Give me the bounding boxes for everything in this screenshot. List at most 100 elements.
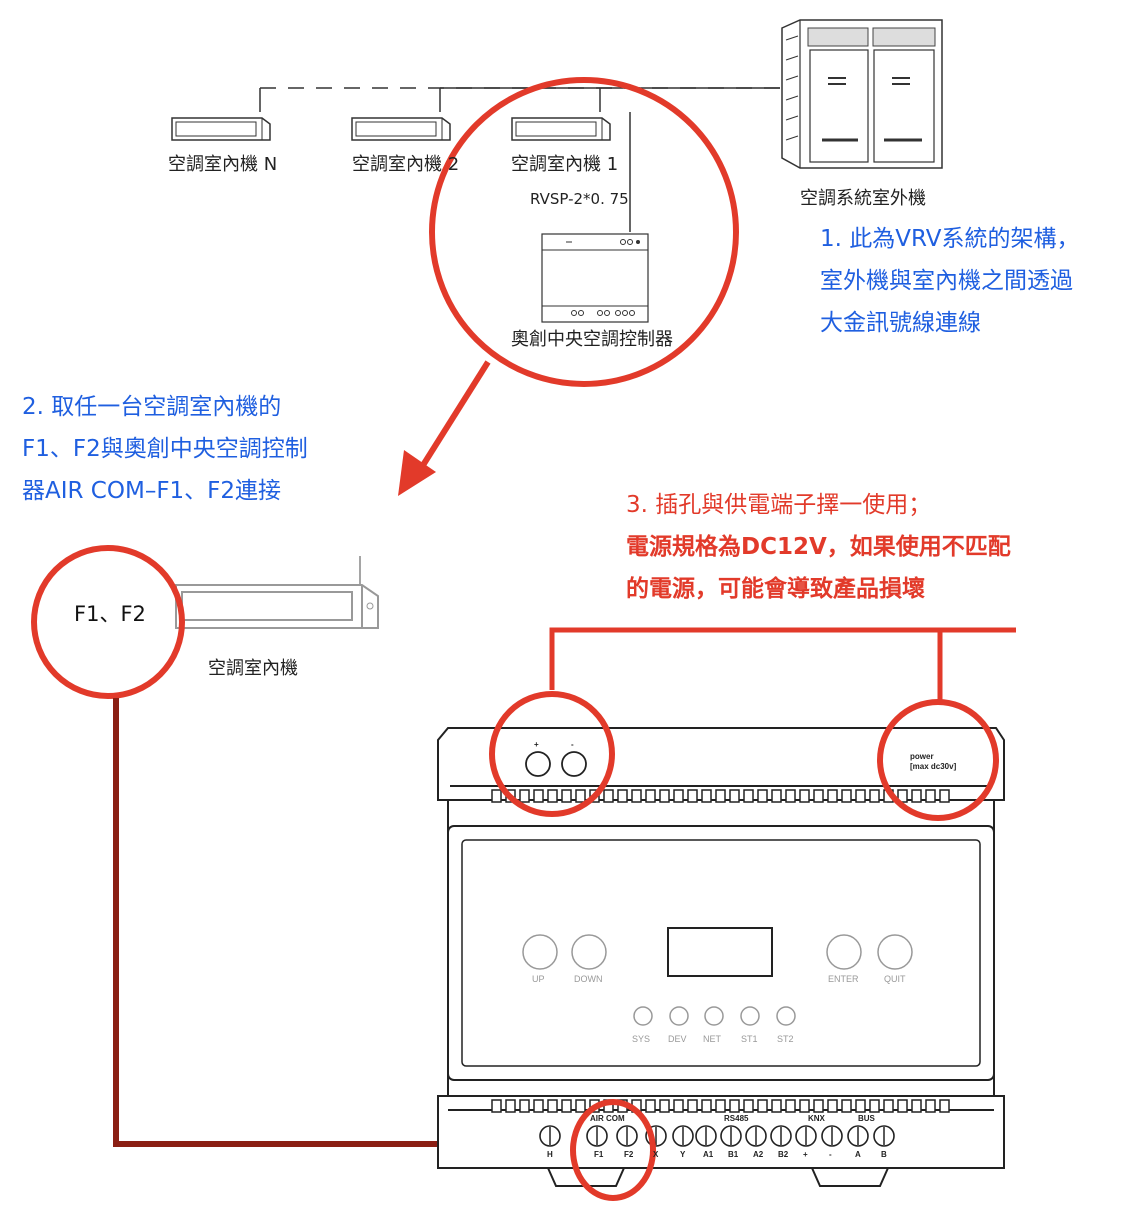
button-quit-label: QUIT xyxy=(884,974,906,984)
group-rs485-label: RS485 xyxy=(724,1114,749,1123)
vent-slot xyxy=(841,789,852,803)
vent-slot xyxy=(645,789,656,803)
led-dev-label: DEV xyxy=(668,1034,687,1044)
vent-slot xyxy=(659,1099,670,1113)
led-st2-icon xyxy=(776,1006,796,1026)
note-3-warning: 電源規格為DC12V，如果使用不匹配 的電源，可能會導致產品損壞 xyxy=(626,526,1011,610)
vent-slot xyxy=(911,789,922,803)
controller-small-icon xyxy=(541,233,649,323)
vent-slot xyxy=(519,1099,530,1113)
vent-slot xyxy=(771,789,782,803)
vent-slot xyxy=(519,789,530,803)
controller-label: 奧創中央空調控制器 xyxy=(511,329,673,350)
vent-slot xyxy=(701,789,712,803)
terminal-label: X xyxy=(653,1150,659,1159)
button-enter-icon xyxy=(826,934,862,970)
led-st2-label: ST2 xyxy=(777,1034,794,1044)
jack-highlight-circle xyxy=(489,691,615,817)
button-up-icon xyxy=(522,934,558,970)
f1f2-highlight-circle xyxy=(31,545,185,699)
f1f2-label: F1、F2 xyxy=(74,602,146,626)
vent-slot xyxy=(505,1099,516,1113)
indoor-unit-large-label: 空調室內機 xyxy=(208,658,298,679)
vent-slot xyxy=(715,789,726,803)
jack-minus-icon xyxy=(561,751,587,777)
vent-slot xyxy=(701,1099,712,1113)
terminal-label: A2 xyxy=(753,1150,764,1159)
vent-slot xyxy=(659,789,670,803)
power-highlight-circle xyxy=(877,699,999,821)
indoor-unit-n-label: 空調室內機 N xyxy=(168,154,278,175)
jack-minus-label: - xyxy=(571,740,574,749)
vent-slot xyxy=(911,1099,922,1113)
aircom-highlight-circle xyxy=(570,1099,656,1201)
group-aircom-label: AIR COM xyxy=(590,1114,625,1123)
vent-slot xyxy=(617,789,628,803)
vent-slot xyxy=(533,789,544,803)
led-st1-icon xyxy=(740,1006,760,1026)
button-up-label: UP xyxy=(532,974,545,984)
vent-slot xyxy=(547,789,558,803)
terminal-label: F1 xyxy=(594,1150,604,1159)
vent-slot xyxy=(855,789,866,803)
vent-slot xyxy=(757,1099,768,1113)
note-2-line-3: 器AIR COM–F1、F2連接 xyxy=(22,478,282,504)
indoor-unit-1-label: 空調室內機 1 xyxy=(511,154,619,175)
terminal-label: Y xyxy=(680,1150,686,1159)
button-down-label: DOWN xyxy=(574,974,603,984)
f1f2-wire xyxy=(113,698,578,1147)
terminal-label: A1 xyxy=(703,1150,714,1159)
terminal-label: F2 xyxy=(624,1150,634,1159)
led-dev-icon xyxy=(669,1006,689,1026)
vent-slot xyxy=(827,1099,838,1113)
led-net-icon xyxy=(704,1006,724,1026)
note-1: 1. 此為VRV系統的架構， 室外機與室內機之間透過 大金訊號線連線 xyxy=(820,218,1079,344)
vent-slot xyxy=(491,789,502,803)
vent-slot xyxy=(687,789,698,803)
vent-slot xyxy=(603,789,614,803)
vent-slot xyxy=(925,1099,936,1113)
vent-slot xyxy=(939,1099,950,1113)
vent-slot xyxy=(743,789,754,803)
vent-slot xyxy=(715,1099,726,1113)
jack-plus-icon xyxy=(525,751,551,777)
vent-slot xyxy=(491,1099,502,1113)
vent-slot xyxy=(827,789,838,803)
button-quit-icon xyxy=(877,934,913,970)
vent-slot xyxy=(729,1099,740,1113)
vent-slot xyxy=(743,1099,754,1113)
vent-slot xyxy=(729,789,740,803)
led-sys-icon xyxy=(633,1006,653,1026)
note-2: 2. 取任一台空調室內機的 F1、F2與奧創中央空調控制 器AIR COM–F1… xyxy=(22,386,308,512)
vent-slot xyxy=(869,789,880,803)
note-1-line-1: 1. 此為VRV系統的架構， xyxy=(820,226,1080,252)
note-1-line-3: 大金訊號線連線 xyxy=(820,310,981,336)
vent-slot xyxy=(533,1099,544,1113)
indoor-unit-2-icon xyxy=(351,117,451,141)
vent-slot xyxy=(841,1099,852,1113)
vent-slot xyxy=(673,789,684,803)
terminal-label: + xyxy=(803,1150,808,1159)
indoor-unit-n-icon xyxy=(171,117,271,141)
cable-label: RVSP-2*0. 75 xyxy=(530,190,629,208)
terminal-label: A xyxy=(855,1150,861,1159)
outdoor-unit-icon xyxy=(781,19,943,169)
jack-plus-label: + xyxy=(534,740,539,749)
terminal-label: B xyxy=(881,1150,887,1159)
power-label: power xyxy=(910,752,934,761)
vent-slot xyxy=(785,1099,796,1113)
button-enter-label: ENTER xyxy=(828,974,859,984)
terminal-label: - xyxy=(829,1150,832,1159)
led-net-label: NET xyxy=(703,1034,721,1044)
vent-slot xyxy=(561,1099,572,1113)
power-wire-top xyxy=(549,627,1016,690)
indoor-unit-2-label: 空調室內機 2 xyxy=(352,154,460,175)
vent-slot xyxy=(687,1099,698,1113)
terminal-label: H xyxy=(547,1150,553,1159)
vent-slot xyxy=(673,1099,684,1113)
note-3-warning-line-2: 的電源，可能會導致產品損壞 xyxy=(626,576,925,602)
vent-slot xyxy=(757,789,768,803)
vent-slot xyxy=(883,1099,894,1113)
vent-slots xyxy=(491,789,950,1113)
